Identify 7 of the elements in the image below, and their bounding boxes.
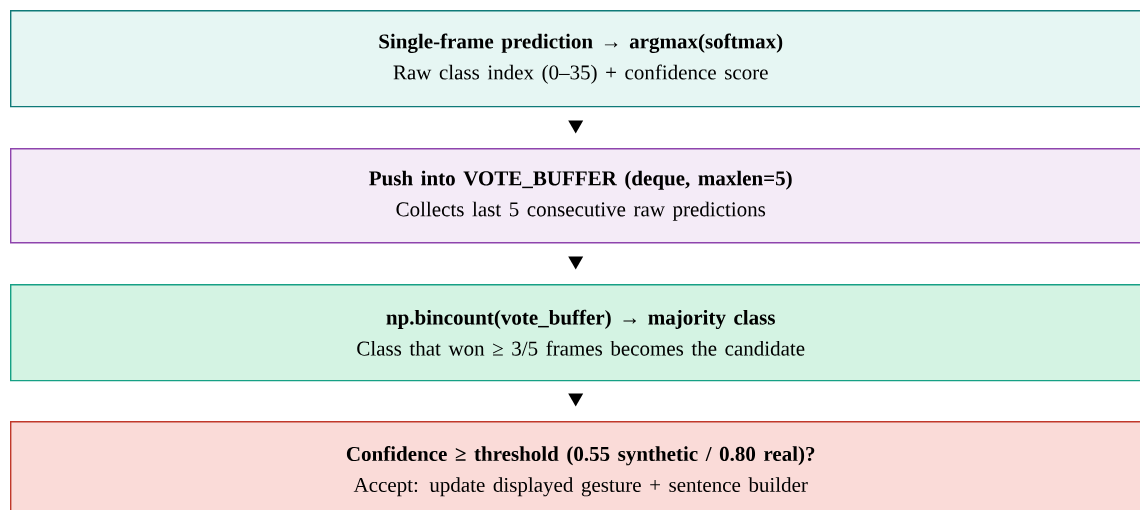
arrow	[568, 393, 584, 407]
process-box: Confidence ≥ threshold (0.55 synthetic / 0.80 real)? Accept: update displayed gesture + sentence builder	[10, 421, 1140, 510]
process-box: Push into VOTE_BUFFER (deque, maxlen=5) Collects last 5 consecutive raw predictions	[10, 148, 1140, 244]
arrow	[568, 120, 584, 134]
process-box: np.bincount(vote_buffer) → majority class Class that won ≥ 3/5 frames becomes the candidate	[10, 284, 1140, 382]
arrow	[568, 256, 584, 270]
process-box: Single-frame prediction → argmax(softmax) Raw class index (0–35) + confidence score	[10, 10, 1140, 108]
